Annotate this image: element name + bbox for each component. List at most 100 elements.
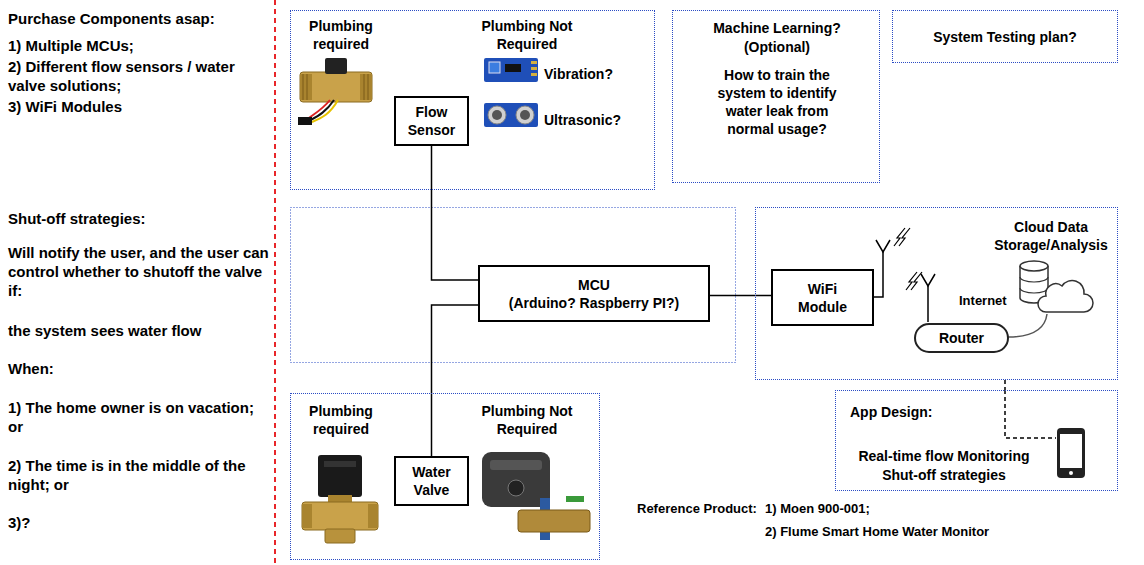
component-box: Flow Sensor (394, 96, 469, 146)
ultrasonic-sensor-picture (516, 106, 534, 124)
vibration-sensor-picture (489, 62, 500, 73)
region-label: App Design: (850, 403, 1000, 421)
testing-region: System Testing plan? (892, 10, 1118, 63)
divider-line (275, 0, 276, 565)
flow-sensor-picture (298, 58, 372, 125)
ml-region: Machine Learning?(Optional) How to train … (672, 10, 880, 183)
mcu-region (291, 208, 736, 363)
phone-icon (1069, 471, 1073, 475)
cloud-database-icon (1020, 261, 1093, 312)
note-text: 2) The time is in the middle of the nigh… (8, 456, 270, 494)
solenoid-valve-picture (318, 455, 362, 497)
flow-sensor-picture (307, 74, 308, 100)
note-text: the system sees water flow (8, 321, 270, 340)
vibration-sensor-picture (531, 73, 537, 76)
wifi-antenna (876, 240, 890, 252)
internet-link (1008, 314, 1047, 337)
note-text: 2) Different flow sensors / water valve … (8, 57, 270, 95)
region-label: How to train the system to identify wate… (707, 66, 847, 138)
note-text: Shut-off strategies: (8, 209, 270, 228)
wifi-box: WiFi Module (771, 269, 874, 326)
flow-sensor-picture (360, 74, 372, 100)
ultrasonic-sensor-picture (488, 106, 506, 124)
router-antenna (927, 286, 929, 322)
motorized-valve-picture (566, 496, 584, 502)
ultrasonic-sensor-picture (484, 103, 538, 127)
sensor-region: Plumbing required Plumbing Not RequiredVi… (290, 10, 655, 190)
internet-link (1008, 314, 1047, 337)
flow-sensor-picture (300, 72, 372, 102)
reference-text: 2) Flume Smart Home Water Monitor (765, 523, 989, 540)
region-label: (Optional) (677, 38, 877, 56)
connector-line (432, 305, 479, 456)
solenoid-valve-picture (302, 455, 378, 543)
mcu-region (291, 208, 736, 363)
router-antenna (921, 274, 935, 286)
region-label: Plumbing required (296, 17, 386, 53)
region-label: Plumbing Not Required (477, 17, 577, 53)
region-label: Ultrasonic? (544, 111, 644, 129)
region-label: Vibration? (544, 65, 644, 83)
note-text: Purchase Components asap: (8, 9, 270, 28)
phone-icon (1057, 428, 1085, 478)
app-link-dashed (1005, 390, 1056, 438)
solenoid-valve-picture (325, 529, 355, 543)
note-text: Will notify the user, and the user can c… (8, 243, 270, 300)
motorized-valve-picture (490, 460, 542, 470)
phone-icon (1057, 428, 1085, 478)
flow-sensor-picture (303, 74, 304, 100)
wifi-antenna (873, 252, 883, 297)
wireless-signal (894, 228, 922, 290)
app-region: App Design: Real-time flow MonitoringShut… (835, 390, 1118, 491)
divider-line (274, 0, 276, 565)
box-label: Water Valve (401, 463, 463, 499)
solenoid-valve-picture (324, 461, 356, 467)
cloud-region: Cloud Data Storage/AnalysisInternetWiFi … (755, 207, 1118, 380)
flow-sensor-picture (312, 100, 338, 122)
region-label: Plumbing Not Required (477, 402, 577, 438)
region-label: Machine Learning? (677, 19, 877, 37)
cloud-database-icon (1020, 261, 1048, 271)
note-text: 1) Multiple MCUs; (8, 36, 270, 55)
ultrasonic-sensor-picture (520, 110, 530, 120)
ultrasonic-sensor-picture (484, 103, 538, 127)
solenoid-valve-picture (302, 504, 312, 528)
box-label: System Testing plan? (900, 28, 1110, 46)
box-label: (Arduino? Raspberry PI?) (484, 294, 704, 312)
cloud-database-icon (1020, 288, 1048, 293)
phone-icon (1060, 434, 1082, 468)
cloud-database-icon (1038, 280, 1093, 312)
cloud-database-icon (1020, 277, 1048, 282)
flow-sensor-picture (300, 74, 312, 100)
wireless-signal (899, 228, 910, 246)
connector-line (710, 295, 771, 297)
motorized-valve-picture (508, 480, 524, 496)
box-label: WiFi Module (788, 280, 858, 316)
wifi-antenna (873, 240, 890, 297)
valve-region: Plumbing requiredPlumbing Not RequiredWa… (290, 393, 600, 560)
box-label: MCU (484, 276, 704, 294)
box-label: Flow Sensor (401, 103, 463, 139)
router-box: Router (914, 323, 1009, 353)
vibration-sensor-picture (484, 58, 538, 82)
solenoid-valve-picture (368, 504, 378, 528)
region-label: Real-time flow Monitoring (844, 447, 1044, 465)
motorized-valve-picture (482, 452, 590, 540)
motorized-valve-picture (482, 452, 550, 507)
note-text: 3)? (8, 513, 270, 532)
solenoid-valve-picture (302, 502, 378, 530)
note-text: 1) The home owner is on vacation; or (8, 398, 270, 436)
component-box: Water Valve (394, 456, 469, 506)
flow-sensor-picture (298, 117, 312, 125)
motorized-valve-picture (518, 510, 590, 532)
ultrasonic-sensor-picture (492, 110, 502, 120)
app-link-dashed (1005, 390, 1056, 438)
note-text: When: (8, 359, 270, 378)
router-antenna (921, 274, 935, 322)
vibration-sensor-picture (484, 58, 538, 82)
region-label: Shut-off strategies (844, 466, 1044, 484)
wireless-signal (911, 272, 922, 290)
connector-line (432, 146, 479, 280)
region-label: Internet (959, 292, 1029, 310)
